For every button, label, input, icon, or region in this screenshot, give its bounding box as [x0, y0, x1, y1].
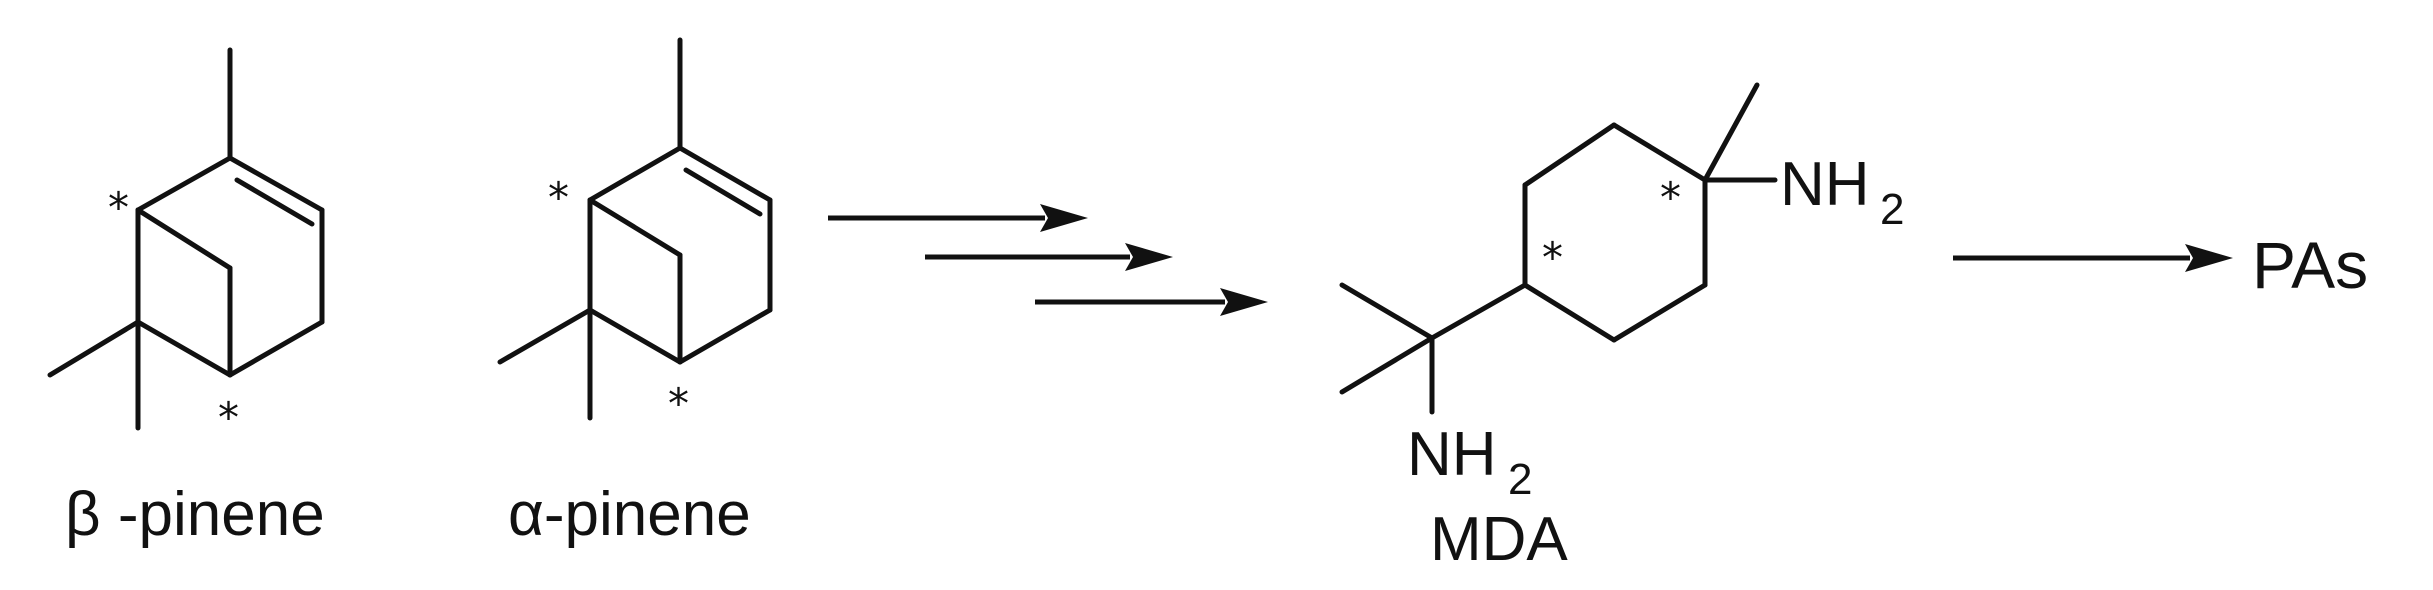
reaction-arrow — [828, 204, 1088, 232]
beta-pinene-structure: * * — [47, 47, 325, 442]
stereocenter-marker: * — [108, 183, 129, 232]
reaction-arrow — [925, 243, 1173, 271]
product-label: PAs — [2252, 228, 2368, 302]
amine-group-label: NH — [1780, 150, 1870, 219]
stereocenter-marker: * — [1542, 233, 1563, 282]
alpha-pinene-structure: * * — [497, 37, 773, 428]
reaction-arrow — [1035, 288, 1268, 316]
stereocenter-marker: * — [548, 173, 569, 222]
mda-label: MDA — [1430, 505, 1568, 574]
stereocenter-marker: * — [218, 393, 239, 442]
beta-pinene-label: β -pinene — [65, 480, 325, 549]
stereocenter-marker: * — [668, 379, 689, 428]
amine-subscript: 2 — [1880, 185, 1904, 234]
reaction-arrow — [1953, 244, 2233, 272]
multistep-arrows — [828, 204, 1268, 316]
amine-group-label: NH — [1407, 420, 1497, 489]
stereocenter-marker: * — [1660, 173, 1681, 222]
mda-structure: * * — [1339, 82, 1778, 415]
alpha-pinene-label: α-pinene — [508, 480, 751, 549]
amine-subscript: 2 — [1508, 455, 1532, 504]
